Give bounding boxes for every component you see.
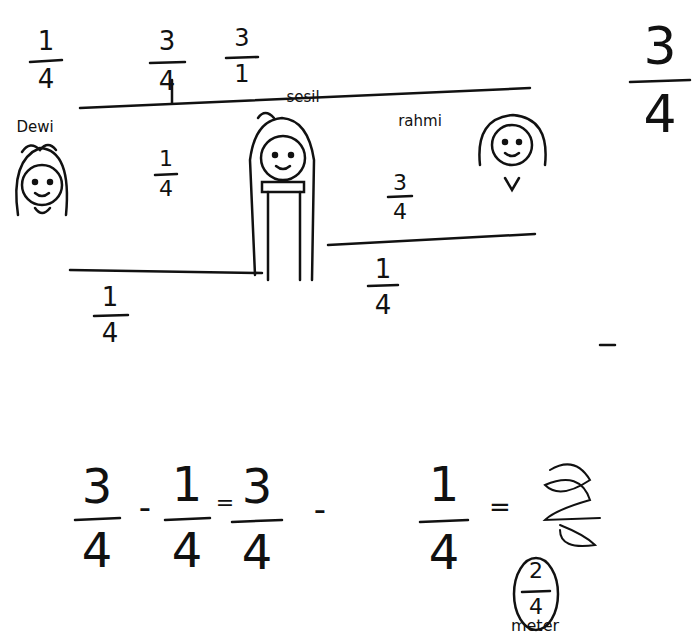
fraction-denominator: 4 <box>159 68 176 94</box>
unit-note: meter <box>511 618 559 634</box>
fraction-numerator: 3 <box>393 172 407 194</box>
operator-sign: - <box>314 492 326 526</box>
fraction-denominator: 4 <box>375 292 392 318</box>
fraction-numerator: 3 <box>242 462 273 510</box>
fraction-numerator: 2 <box>529 560 543 582</box>
fraction-denominator: 4 <box>393 201 407 223</box>
girl-drawing <box>16 145 67 215</box>
fraction-denominator: 4 <box>159 178 173 200</box>
operator-sign: - <box>139 490 151 524</box>
fraction-numerator: 1 <box>375 256 392 282</box>
fraction-numerator: 1 <box>429 460 460 508</box>
fraction-denominator: 4 <box>529 596 543 618</box>
fraction-numerator: 3 <box>643 20 676 72</box>
fraction-denominator: 4 <box>82 526 113 574</box>
name-label: sesil <box>286 90 319 105</box>
fraction-numerator: 1 <box>102 284 119 310</box>
fraction-numerator: 1 <box>172 460 203 508</box>
fraction-numerator: 3 <box>234 26 249 50</box>
fraction-denominator: 1 <box>234 62 249 86</box>
fraction-numerator: 1 <box>159 148 173 170</box>
fraction-numerator: 3 <box>82 462 113 510</box>
name-label: Dewi <box>16 120 53 135</box>
operator-sign: = <box>489 494 511 520</box>
name-label: rahmi <box>398 114 442 129</box>
fraction-denominator: 4 <box>38 66 55 92</box>
fraction-numerator: 3 <box>159 28 176 54</box>
fraction-denominator: 4 <box>643 88 676 140</box>
fraction-numerator: 1 <box>38 28 55 54</box>
fraction-denominator: 4 <box>429 528 460 576</box>
girl-drawing <box>250 113 314 280</box>
fraction-denominator: 4 <box>102 320 119 346</box>
fraction-denominator: 4 <box>172 526 203 574</box>
fraction-denominator: 4 <box>242 528 273 576</box>
girl-drawing <box>479 115 545 190</box>
operator-sign: = <box>216 492 234 514</box>
